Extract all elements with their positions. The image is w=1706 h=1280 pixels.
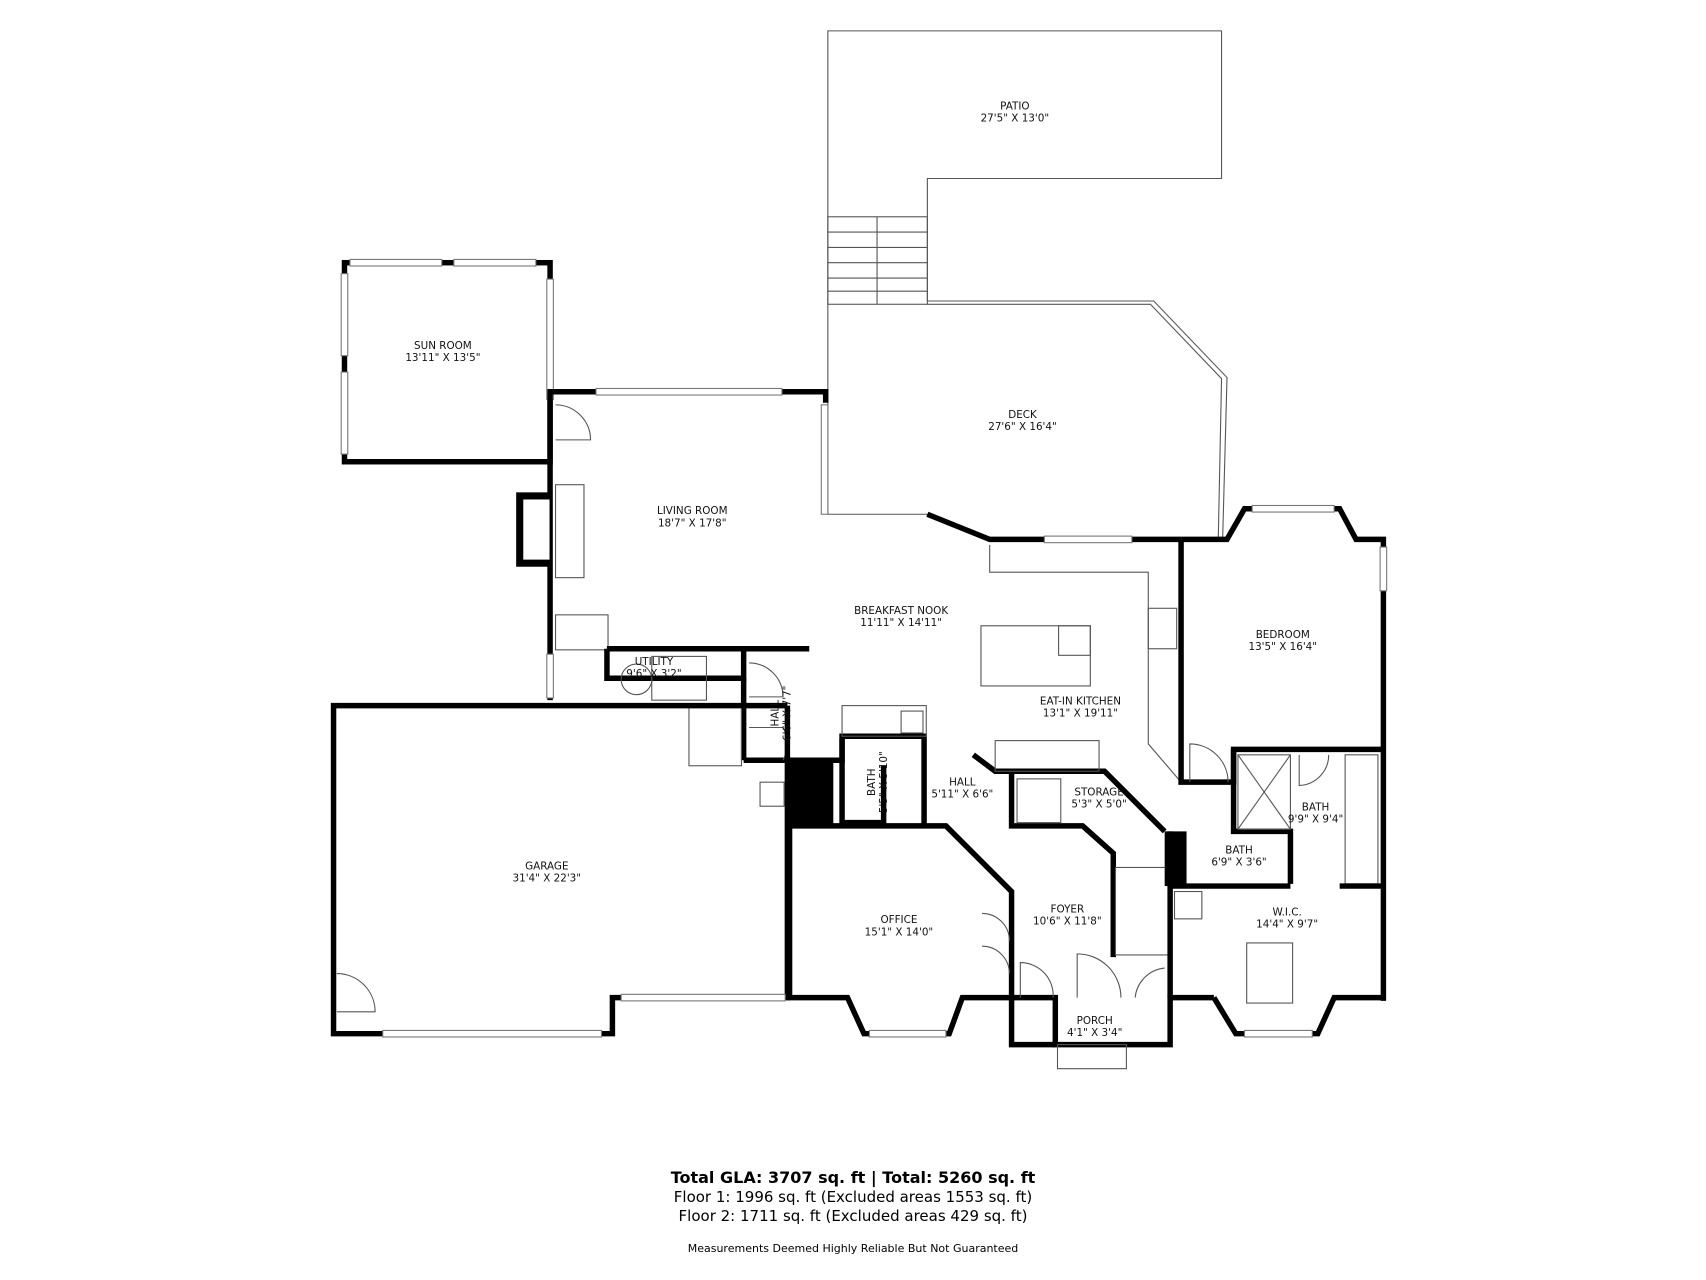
svg-text:31'4" X 22'3": 31'4" X 22'3" [513,873,582,885]
svg-text:GARAGE: GARAGE [525,861,568,873]
svg-text:6'6" X 7'7": 6'6" X 7'7" [782,686,794,741]
svg-text:27'5" X 13'0": 27'5" X 13'0" [981,113,1050,125]
floor-1-area: Floor 1: 1996 sq. ft (Excluded areas 155… [673,1188,1033,1206]
svg-text:14'4" X 9'7": 14'4" X 9'7" [1256,919,1318,931]
room-label-wic: W.I.C.14'4" X 9'7" [1256,907,1318,931]
svg-text:EAT-IN KITCHEN: EAT-IN KITCHEN [1040,696,1121,708]
svg-text:4'1" X 3'4": 4'1" X 3'4" [1067,1027,1122,1039]
svg-text:9'9" X 9'4": 9'9" X 9'4" [1288,814,1343,826]
svg-text:PORCH: PORCH [1077,1015,1113,1027]
svg-text:11'11" X 14'11": 11'11" X 14'11" [860,617,942,629]
svg-text:HALL: HALL [770,700,782,727]
svg-text:BREAKFAST NOOK: BREAKFAST NOOK [854,605,949,617]
living-room-walls [516,387,829,701]
svg-text:HALL: HALL [949,776,976,788]
svg-text:LIVING ROOM: LIVING ROOM [657,505,728,517]
svg-text:13'5" X 16'4": 13'5" X 16'4" [1248,641,1317,653]
svg-text:BATH: BATH [1302,802,1330,814]
svg-text:15'1" X 14'0": 15'1" X 14'0" [865,926,934,938]
svg-text:5'3" X 5'0": 5'3" X 5'0" [1071,798,1126,810]
svg-text:SUN ROOM: SUN ROOM [414,340,472,352]
bath-wic-walls [1167,749,1384,1038]
svg-text:10'6" X 11'8": 10'6" X 11'8" [1033,915,1102,927]
svg-text:BATH: BATH [1225,844,1253,856]
svg-text:OFFICE: OFFICE [880,914,917,926]
kitchen-walls [606,511,1182,783]
disclaimer: Measurements Deemed Highly Reliable But … [687,1242,1019,1255]
svg-text:BEDROOM: BEDROOM [1256,629,1310,641]
patio-stairs [827,216,928,305]
foyer-storage-walls [971,740,1214,1070]
svg-text:5'11" X 6'6": 5'11" X 6'6" [931,788,993,800]
sun-room-walls [340,258,554,465]
floor-2-area: Floor 2: 1711 sq. ft (Excluded areas 429… [678,1207,1028,1225]
svg-text:6'9" X 3'6": 6'9" X 3'6" [1211,856,1266,868]
svg-text:9'6" X 3'2": 9'6" X 3'2" [626,668,681,680]
svg-text:DECK: DECK [1008,409,1038,421]
bath-1-walls [759,705,927,826]
svg-text:5'5" X 5'10": 5'5" X 5'10" [878,751,890,813]
office-walls [786,823,1015,1038]
svg-text:W.I.C.: W.I.C. [1273,907,1302,919]
svg-text:BATH: BATH [866,768,878,796]
svg-text:FOYER: FOYER [1051,903,1085,915]
svg-text:STORAGE: STORAGE [1074,786,1123,798]
patio-outline [827,30,1223,515]
svg-text:PATIO: PATIO [1000,101,1029,113]
svg-text:13'1" X 19'11": 13'1" X 19'11" [1043,708,1118,720]
total-area: Total GLA: 3707 sq. ft | Total: 5260 sq.… [670,1168,1036,1187]
svg-text:13'11" X 13'5": 13'11" X 13'5" [405,352,480,364]
svg-text:18'7" X 17'8": 18'7" X 17'8" [658,517,727,529]
svg-text:UTILITY: UTILITY [635,656,674,668]
svg-text:27'6" X 16'4": 27'6" X 16'4" [988,421,1057,433]
